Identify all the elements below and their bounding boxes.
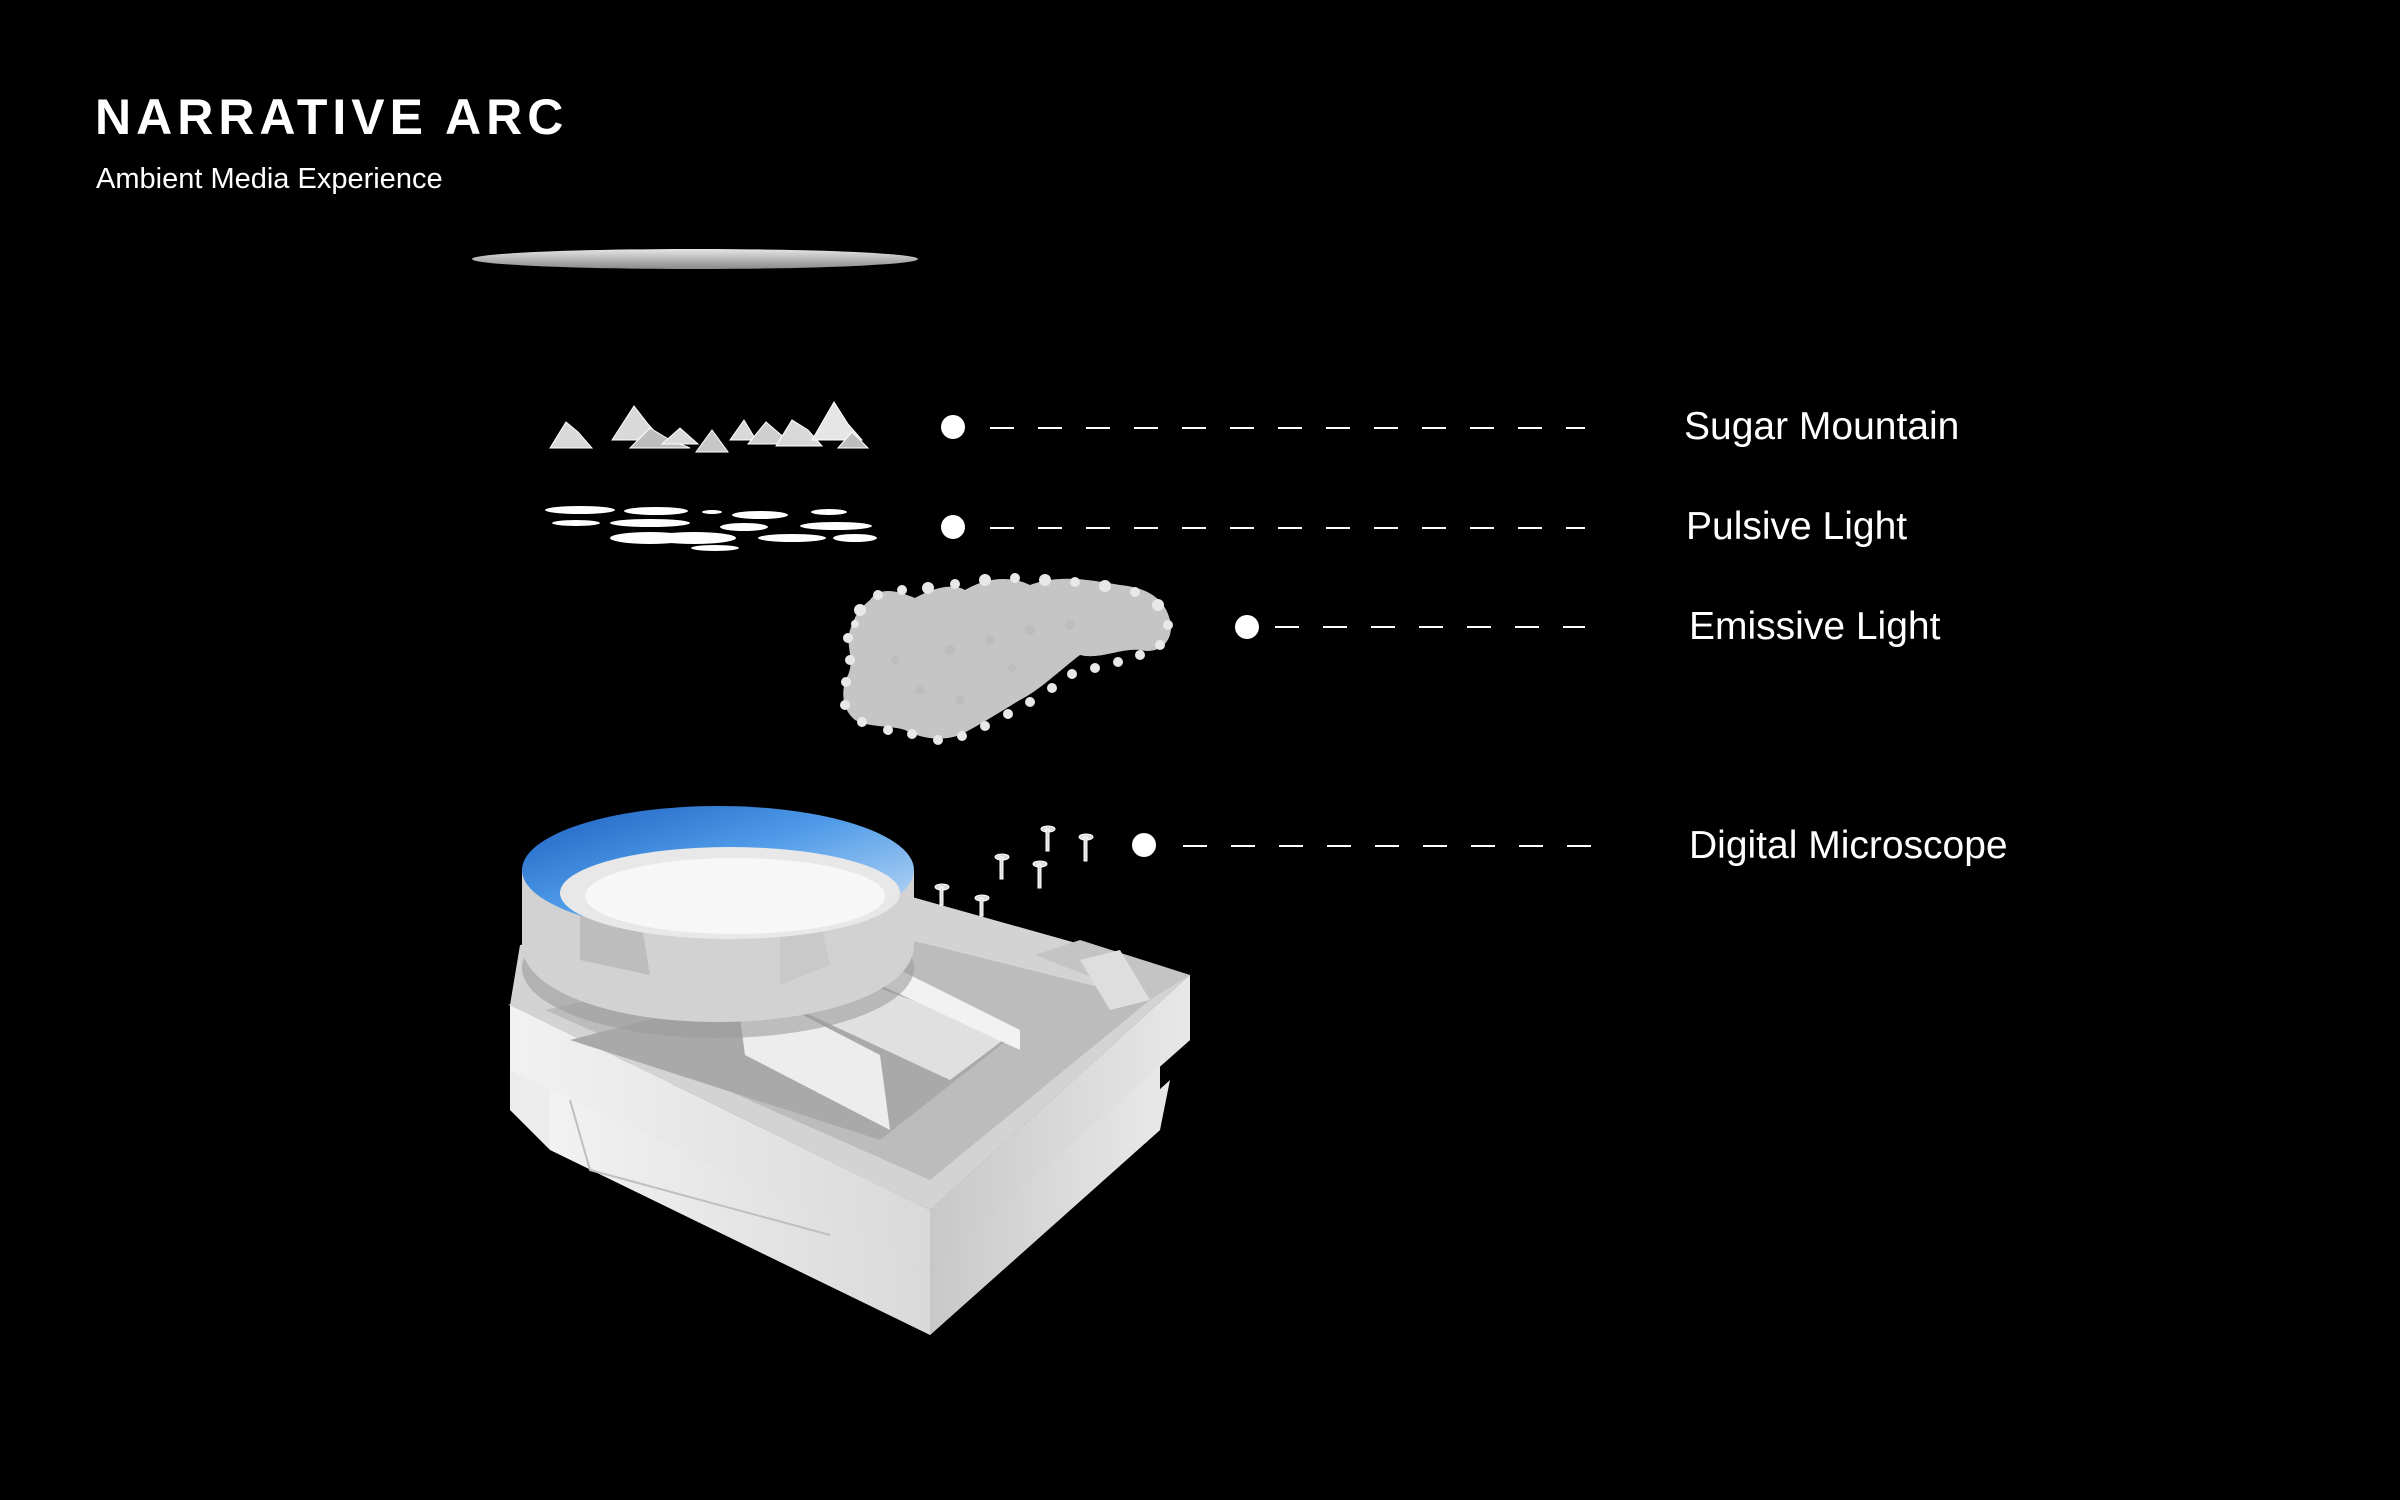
layer-label-sugar-mountain: Sugar Mountain (1684, 405, 1960, 448)
layer-label-digital-microscope: Digital Microscope (1689, 824, 2008, 867)
leader-line-pulsive-light (941, 515, 1585, 539)
layer-label-pulsive-light: Pulsive Light (1686, 505, 1908, 548)
building-model-icon (508, 806, 1190, 1335)
layer-label-emissive-light: Emissive Light (1689, 605, 1941, 648)
leader-line-sugar-mountain (941, 415, 1585, 439)
light-discs-icon (545, 506, 877, 551)
leader-line-digital-microscope (1132, 833, 1595, 857)
ceiling-disc (472, 249, 918, 269)
leader-line-emissive-light (1235, 615, 1585, 639)
page-subtitle: Ambient Media Experience (96, 163, 443, 195)
page-title: NARRATIVE ARC (95, 89, 569, 145)
mountains-icon (549, 401, 870, 453)
particle-cloud-icon (840, 573, 1173, 745)
